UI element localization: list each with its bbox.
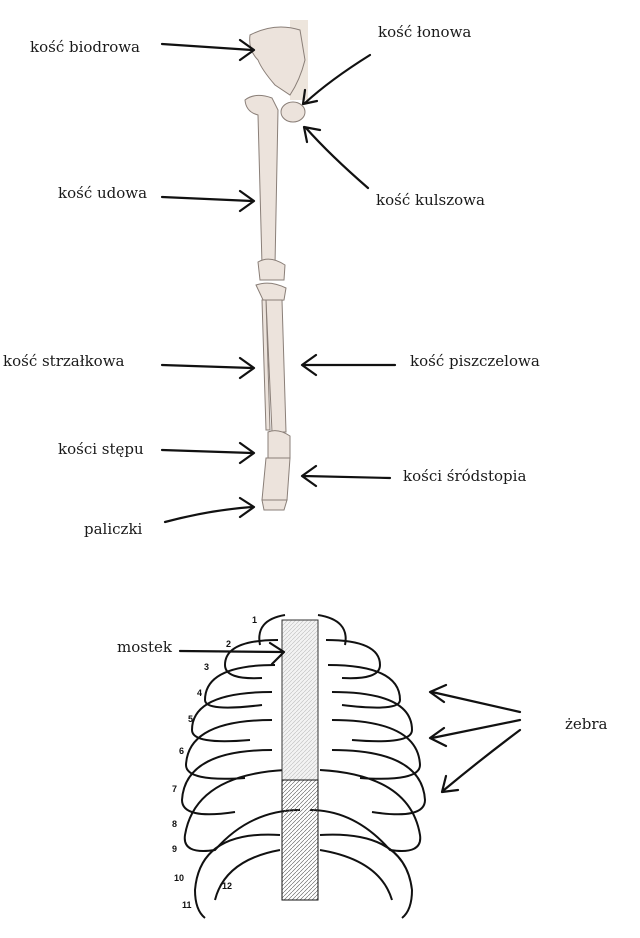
hip-bone xyxy=(249,26,306,96)
label-femur: kość udowa xyxy=(58,184,148,202)
arrow-ischium-icon xyxy=(302,125,370,190)
arrows xyxy=(160,38,522,794)
label-hip-bone: kość biodrowa xyxy=(30,38,141,56)
label-tarsals: kości stępu xyxy=(58,440,144,458)
label-ischium: kość kulszowa xyxy=(376,191,485,209)
rib-number: 2 xyxy=(226,639,232,649)
leg-skeleton xyxy=(244,20,308,511)
label-phalanges: paliczki xyxy=(84,520,143,538)
tarsals xyxy=(267,430,291,459)
arrow-metatarsals-icon xyxy=(300,464,392,488)
rib-number: 4 xyxy=(197,688,203,698)
arrow-phalanges-icon xyxy=(163,496,256,524)
rib-number: 12 xyxy=(222,881,233,891)
fibula xyxy=(261,299,271,431)
rib-number: 9 xyxy=(172,844,178,854)
metatarsals xyxy=(261,457,291,501)
tibia xyxy=(265,299,287,433)
arrow-rib-2-icon xyxy=(428,718,522,748)
arrow-tarsals-icon xyxy=(160,441,256,465)
vertebrae xyxy=(281,779,319,901)
knee xyxy=(257,258,286,281)
label-fibula: kość strzałkowa xyxy=(3,352,125,370)
arrow-rib-3-icon xyxy=(440,728,522,794)
rib-number: 6 xyxy=(179,746,185,756)
pubis-ischium xyxy=(280,101,306,123)
rib-number: 8 xyxy=(172,819,178,829)
label-pubis: kość łonowa xyxy=(378,23,472,41)
arrow-pubis-icon xyxy=(301,53,372,106)
arrow-femur-icon xyxy=(160,189,256,213)
rib-number: 7 xyxy=(172,784,178,794)
tibia-head xyxy=(255,282,287,303)
rib-number: 3 xyxy=(204,662,210,672)
label-sternum: mostek xyxy=(117,638,172,656)
rib-number: 1 xyxy=(252,615,258,625)
arrow-tibia-icon xyxy=(300,353,397,377)
rib-number: 10 xyxy=(174,873,185,883)
rib-number: 5 xyxy=(188,714,194,724)
arrow-fibula-icon xyxy=(160,356,256,380)
rib-number: 11 xyxy=(182,900,192,910)
label-ribs: żebra xyxy=(565,715,608,733)
rib-cage xyxy=(180,614,427,919)
phalanges xyxy=(261,499,288,511)
arrow-hip-icon xyxy=(160,38,256,62)
label-tibia: kość piszczelowa xyxy=(410,352,540,370)
femur xyxy=(244,94,279,266)
arrow-sternum-icon xyxy=(178,641,286,666)
label-metatarsals: kości śródstopia xyxy=(403,467,527,485)
arrow-rib-1-icon xyxy=(428,683,522,714)
